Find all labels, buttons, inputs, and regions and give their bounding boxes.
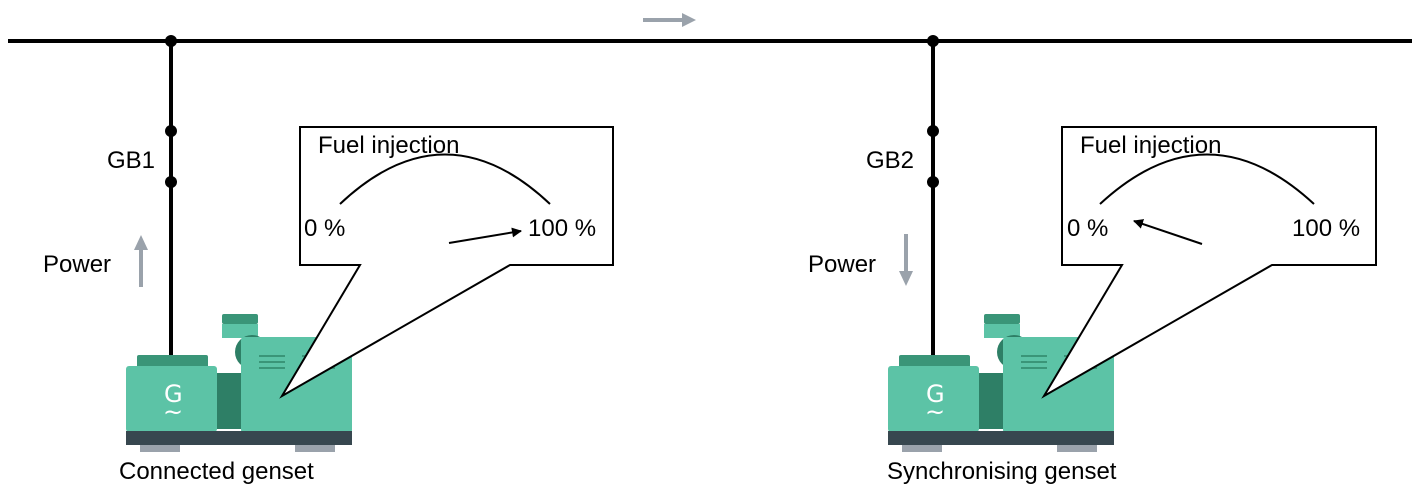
right-gauge-arc <box>1099 153 1315 205</box>
right-power-label: Power <box>808 251 876 278</box>
left-breaker-contact-bottom <box>165 176 177 188</box>
left-needle <box>448 227 522 244</box>
left-gauge-arc <box>339 153 551 205</box>
left-genset-branch: GB1 Power G ~ <box>43 35 614 485</box>
right-breaker-contact-top <box>927 125 939 137</box>
left-generator-symbol: G <box>164 380 183 408</box>
left-fuel-callout: Fuel injection 0 % 100 % <box>279 126 614 399</box>
right-scale-max: 100 % <box>1292 215 1360 242</box>
left-breaker-contact-top <box>165 125 177 137</box>
right-generator-symbol: G <box>926 380 945 408</box>
right-breaker-label: GB2 <box>866 147 914 174</box>
right-caption: Synchronising genset <box>887 458 1117 485</box>
right-breaker-contact-bottom <box>927 176 939 188</box>
left-bus-junction <box>165 35 177 47</box>
right-bus-junction <box>927 35 939 47</box>
left-power-label: Power <box>43 251 111 278</box>
left-scale-max: 100 % <box>528 215 596 242</box>
right-genset-branch: GB2 Power G ~ <box>808 35 1377 485</box>
right-scale-min: 0 % <box>1067 215 1108 242</box>
left-caption: Connected genset <box>119 458 314 485</box>
left-breaker-label: GB1 <box>107 147 155 174</box>
arrow-down-icon <box>899 234 913 286</box>
arrow-right-icon <box>643 13 696 27</box>
arrow-up-icon <box>134 235 148 287</box>
right-generator-wave: ~ <box>925 398 945 426</box>
left-generator-wave: ~ <box>163 398 183 426</box>
left-scale-min: 0 % <box>304 215 345 242</box>
right-fuel-callout: Fuel injection 0 % 100 % <box>1041 126 1377 399</box>
right-needle <box>1133 219 1203 245</box>
